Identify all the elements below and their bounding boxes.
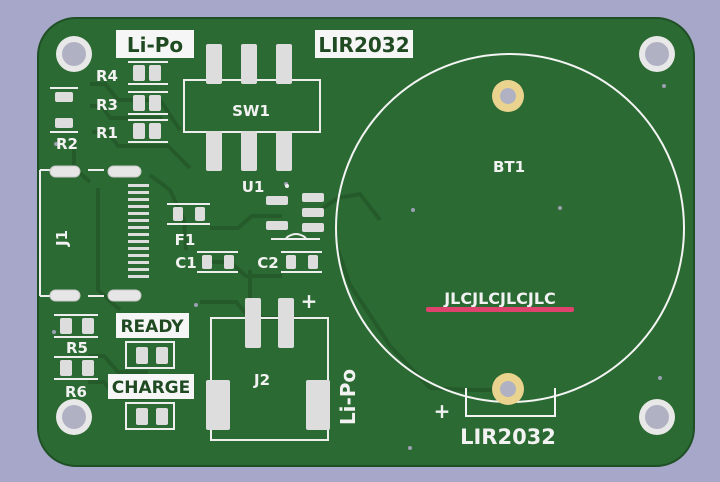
jlc-underline <box>426 307 574 312</box>
u1-footprint: U1 <box>242 178 324 240</box>
j1-pins <box>128 184 149 278</box>
ref-r5: R5 <box>66 339 88 357</box>
vias <box>52 84 666 450</box>
ref-c1: C1 <box>175 254 196 272</box>
bt1-footprint: BT1 JLCJLCJLCJLC + LIR2032 <box>335 53 685 449</box>
label-lir2032-top: LIR2032 <box>315 30 413 58</box>
label-charge: CHARGE <box>108 374 194 399</box>
ref-c2: C2 <box>257 254 278 272</box>
svg-text:CHARGE: CHARGE <box>112 378 191 398</box>
passive-silk-center <box>167 203 322 273</box>
svg-text:LIR2032: LIR2032 <box>318 33 409 57</box>
label-lir2032-bottom: LIR2032 <box>460 425 556 449</box>
ref-j2: J2 <box>253 371 270 389</box>
resistor-silk-top-left <box>50 61 168 143</box>
mounting-holes <box>56 36 675 435</box>
bottom-left-pads <box>60 318 168 425</box>
resistor-pads-top-left <box>55 65 161 139</box>
ref-r6: R6 <box>65 383 87 401</box>
ref-r4: R4 <box>96 67 118 85</box>
passive-components-center <box>173 207 318 269</box>
svg-text:Li-Po: Li-Po <box>127 33 183 57</box>
sw1-footprint: SW1 <box>183 44 321 171</box>
ref-r1: R1 <box>96 124 118 142</box>
label-lipo-side: Li-Po <box>336 369 360 425</box>
j2-plus-sign: + <box>301 289 318 313</box>
bottom-left-silk <box>54 314 175 430</box>
ref-bt1: BT1 <box>493 158 525 176</box>
bt-plus-sign: + <box>434 399 451 423</box>
ref-j1: J1 <box>53 230 71 247</box>
ref-f1: F1 <box>175 231 196 249</box>
j1-footprint: J1 <box>39 165 149 302</box>
ref-sw1: SW1 <box>232 102 270 120</box>
ref-u1: U1 <box>242 178 265 196</box>
label-lipo-top: Li-Po <box>116 30 194 58</box>
label-ready: READY <box>116 313 189 338</box>
ref-r2: R2 <box>56 135 78 153</box>
ref-r3: R3 <box>96 96 118 114</box>
jlc-text: JLCJLCJLCJLC <box>443 289 556 308</box>
pcb-board <box>37 17 695 467</box>
j2-footprint: J2 + Li-Po <box>206 289 360 441</box>
svg-text:READY: READY <box>120 317 184 337</box>
